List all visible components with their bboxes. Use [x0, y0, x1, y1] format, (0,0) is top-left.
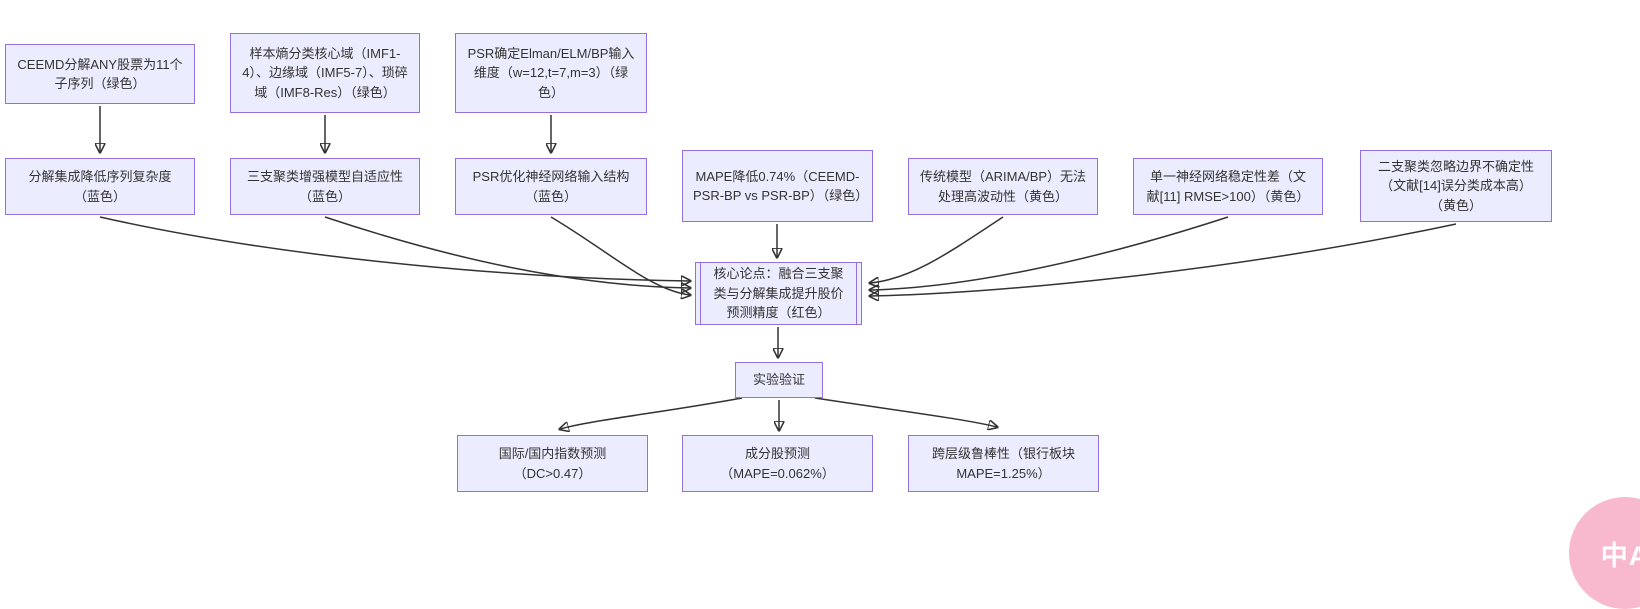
node-traditional-model-limitation: 传统模型（ARIMA/BP）无法处理高波动性（黄色） [908, 158, 1098, 215]
node-psr-input-dimension: PSR确定Elman/ELM/BP输入维度（w=12,t=7,m=3）（绿色） [455, 33, 647, 113]
edge-exp-r1 [560, 397, 743, 429]
node-decomposition-reduces-complexity: 分解集成降低序列复杂度（蓝色） [5, 158, 195, 215]
node-experiment-validation: 实验验证 [735, 362, 823, 398]
node-psr-optimizes-input: PSR优化神经网络输入结构（蓝色） [455, 158, 647, 215]
edge-y3-core [870, 223, 1457, 296]
node-three-way-clustering-adaptivity: 三支聚类增强模型自适应性（蓝色） [230, 158, 420, 215]
node-sample-entropy-domains: 样本熵分类核心域（IMF1-4）、边缘域（IMF5-7）、琐碎域（IMF8-Re… [230, 33, 420, 113]
node-index-prediction-result: 国际/国内指数预测（DC>0.47） [457, 435, 648, 492]
node-single-nn-instability: 单一神经网络稳定性差（文献[11] RMSE>100）（黄色） [1133, 158, 1323, 215]
edge-y1-core [870, 216, 1004, 283]
edge-b3-core [550, 216, 690, 295]
node-ceemd-decompose: CEEMD分解ANY股票为11个子序列（绿色） [5, 44, 195, 104]
node-constituent-stock-result: 成分股预测（MAPE=0.062%） [682, 435, 873, 492]
edge-y2-core [870, 216, 1229, 290]
node-cross-level-robustness-result: 跨层级鲁棒性（银行板块 MAPE=1.25%） [908, 435, 1099, 492]
node-mape-reduction-evidence: MAPE降低0.74%（CEEMD-PSR-BP vs PSR-BP）（绿色） [682, 150, 873, 222]
node-two-way-clustering-limitation: 二支聚类忽略边界不确定性（文献[14]误分类成本高）（黄色） [1360, 150, 1552, 222]
edge-b1-core [99, 216, 690, 281]
edge-exp-r3 [814, 397, 997, 427]
edges-layer [0, 106, 1457, 574]
edge-b2-core [324, 216, 690, 288]
node-core-thesis: 核心论点：融合三支聚类与分解集成提升股价预测精度（红色） [695, 262, 862, 325]
